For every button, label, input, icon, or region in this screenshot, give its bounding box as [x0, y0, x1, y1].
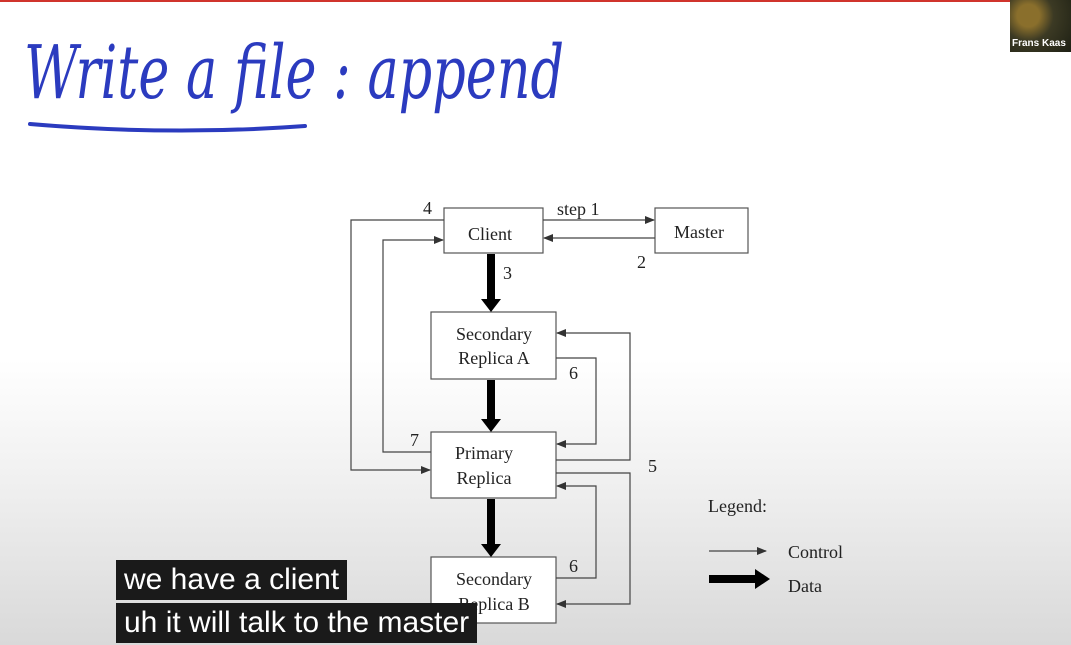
- primary-replica-box: [430, 431, 557, 499]
- step-label-4: 4: [423, 198, 432, 218]
- title-underline: [28, 122, 307, 133]
- primary-label-line2: Replica: [457, 468, 512, 488]
- step-label-2: 2: [637, 252, 646, 272]
- step-label-3: 3: [503, 263, 512, 283]
- secondary-b-label-line1: Secondary: [456, 569, 532, 589]
- legend-title: Legend:: [708, 496, 767, 516]
- arrow-step5-primary-to-secondary-a: [556, 329, 631, 461]
- client-box: [443, 207, 544, 254]
- secondary-replica-a-box: [430, 311, 557, 380]
- slide-top-rule: [0, 0, 1071, 2]
- arrow-step4-client-to-primary: [350, 219, 444, 474]
- participant-name: Frans Kaas: [1012, 38, 1066, 49]
- step-label-6-b: 6: [569, 556, 578, 576]
- slide-title-handwriting: Write a file : append: [24, 30, 564, 133]
- step-label-6-a: 6: [569, 363, 578, 383]
- primary-label-line1: Primary: [455, 443, 513, 463]
- arrow-step7-primary-to-client: [382, 236, 444, 453]
- client-label: Client: [468, 224, 512, 244]
- data-arrowhead-primary-to-secondary-b: [481, 544, 501, 557]
- legend-data-label: Data: [788, 576, 822, 596]
- arrow-step6-secondary-a-to-primary: [556, 357, 597, 448]
- step-label-step1: step 1: [557, 199, 600, 219]
- secondary-replica-b-box: [430, 556, 557, 624]
- master-box: [654, 207, 749, 254]
- slide-title: Write a file : append: [24, 30, 564, 116]
- master-label: Master: [674, 222, 724, 242]
- data-arrowhead-secondary-a-to-primary: [481, 419, 501, 432]
- step-label-7: 7: [410, 430, 419, 450]
- secondary-a-label-line1: Secondary: [456, 324, 532, 344]
- caption-line-2: uh it will talk to the master: [116, 603, 478, 643]
- caption-line-1: we have a client: [116, 560, 348, 600]
- arrow-step5-primary-to-secondary-b: [556, 472, 631, 608]
- legend-data-arrowhead: [755, 569, 770, 589]
- arrow-step6-secondary-b-to-primary: [556, 482, 597, 579]
- legend-control-label: Control: [788, 542, 843, 562]
- data-arrowhead-client-to-secondary-a: [481, 299, 501, 312]
- step-label-5: 5: [648, 456, 657, 476]
- participant-video-thumbnail[interactable]: Frans Kaas: [1010, 0, 1071, 52]
- secondary-a-label-line2: Replica A: [458, 348, 529, 368]
